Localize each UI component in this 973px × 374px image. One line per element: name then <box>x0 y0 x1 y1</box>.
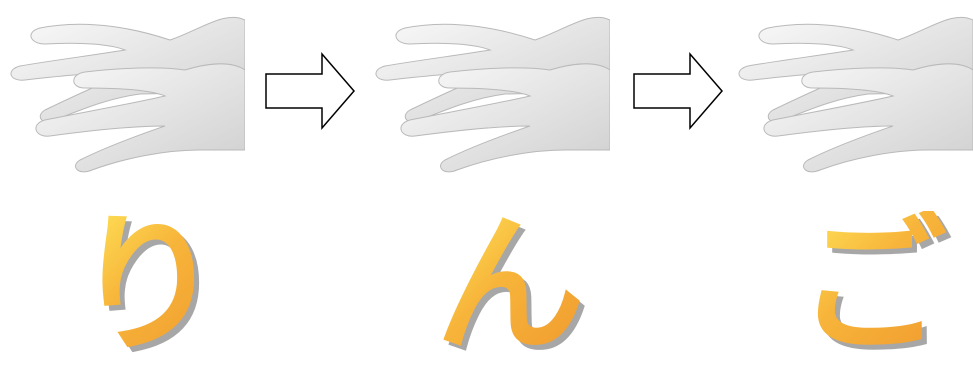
kana-character: り <box>72 199 223 373</box>
hands-photo-2 <box>365 0 610 190</box>
clapping-hands-icon <box>375 16 610 173</box>
kana-go: ご <box>782 198 962 374</box>
kana-n: ん <box>420 198 600 374</box>
kana-character: ご <box>796 199 947 373</box>
clapping-hands-icon <box>10 16 245 173</box>
right-arrow-icon <box>264 52 356 130</box>
kana-character: ん <box>434 199 585 373</box>
kana-ri: り <box>58 198 238 374</box>
right-arrow-icon <box>632 52 724 130</box>
clapping-hands-icon <box>738 16 973 173</box>
hands-photo-3 <box>728 0 973 190</box>
hands-photo-1 <box>0 0 245 190</box>
